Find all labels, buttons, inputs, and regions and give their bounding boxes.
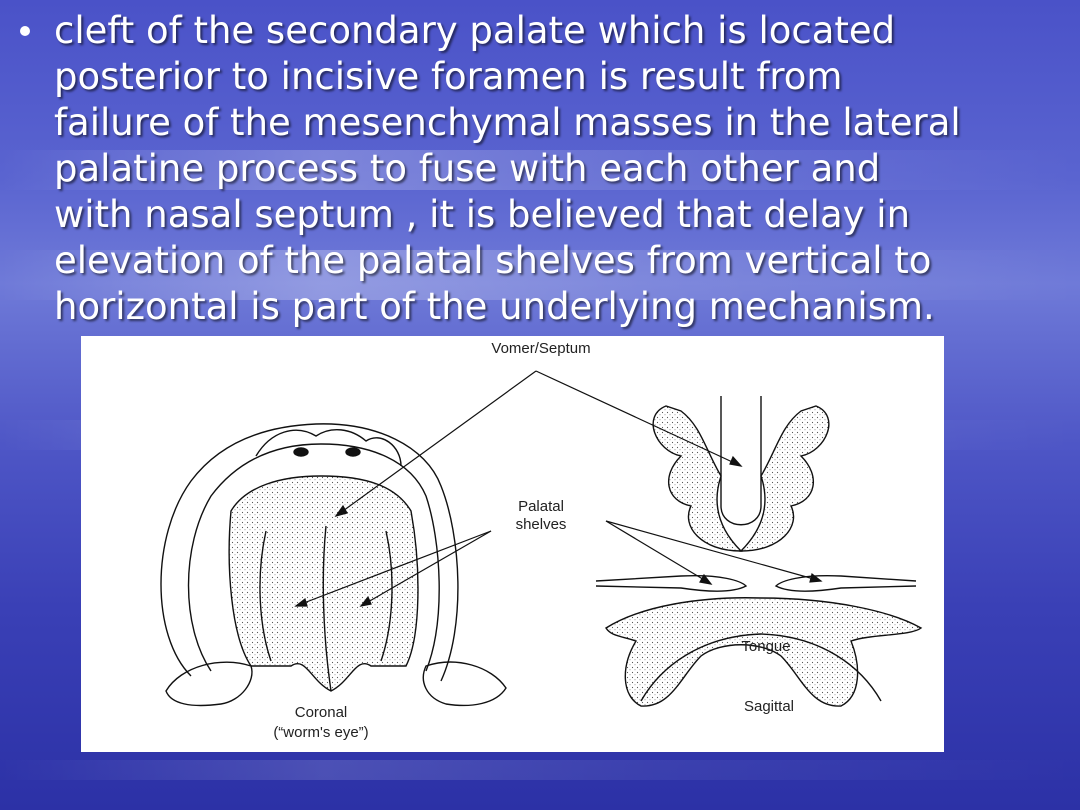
arrowhead xyxy=(729,455,743,467)
sagittal-tongue-outline xyxy=(605,597,923,707)
arrow-vomer-sagittal xyxy=(535,370,742,467)
palate-diagram: Vomer/Septum Palatal shelves Tongue Sagi… xyxy=(81,336,944,752)
coronal-shelf-left xyxy=(259,530,272,662)
sagittal-right-turbinate xyxy=(739,405,830,552)
arrow-vomer-coronal xyxy=(335,370,537,517)
arrowhead xyxy=(809,572,823,583)
label-sagittal: Sagittal xyxy=(743,698,795,715)
bullet-text: cleft of the secondary palate which is l… xyxy=(54,9,961,328)
arrowhead xyxy=(294,597,308,607)
label-worms-eye: (“worm's eye”) xyxy=(273,724,369,741)
sagittal-left-turbinate xyxy=(652,405,743,552)
label-coronal: Coronal xyxy=(294,704,348,721)
bullet-icon xyxy=(14,20,36,42)
arrowhead xyxy=(359,595,372,607)
coronal-midline xyxy=(322,525,332,692)
arrow-shelves-coronal-right xyxy=(360,530,492,607)
sagittal-tongue-inner xyxy=(640,633,882,702)
arrow-shelves-coronal-left xyxy=(295,530,492,607)
coronal-nose xyxy=(255,429,402,467)
sagittal-septum xyxy=(720,396,762,526)
arrow-shelves-sagittal-left xyxy=(605,520,712,585)
coronal-flap-right xyxy=(422,661,507,707)
coronal-flap-left xyxy=(165,661,253,707)
coronal-inner-arch xyxy=(187,443,440,672)
coronal-shelf-right xyxy=(380,530,393,662)
label-vomer-septum: Vomer/Septum xyxy=(491,340,591,357)
arrowhead xyxy=(334,504,348,518)
background-streak xyxy=(0,760,1080,780)
sagittal-shelf-left xyxy=(595,574,748,592)
palate-diagram-drawing xyxy=(160,370,923,707)
arrow-shelves-sagittal-right xyxy=(605,520,822,582)
arrowhead xyxy=(699,573,713,585)
label-palatal-shelves: Palatal shelves xyxy=(515,498,567,533)
sagittal-shelf-right xyxy=(774,574,917,592)
label-tongue: Tongue xyxy=(741,638,791,655)
